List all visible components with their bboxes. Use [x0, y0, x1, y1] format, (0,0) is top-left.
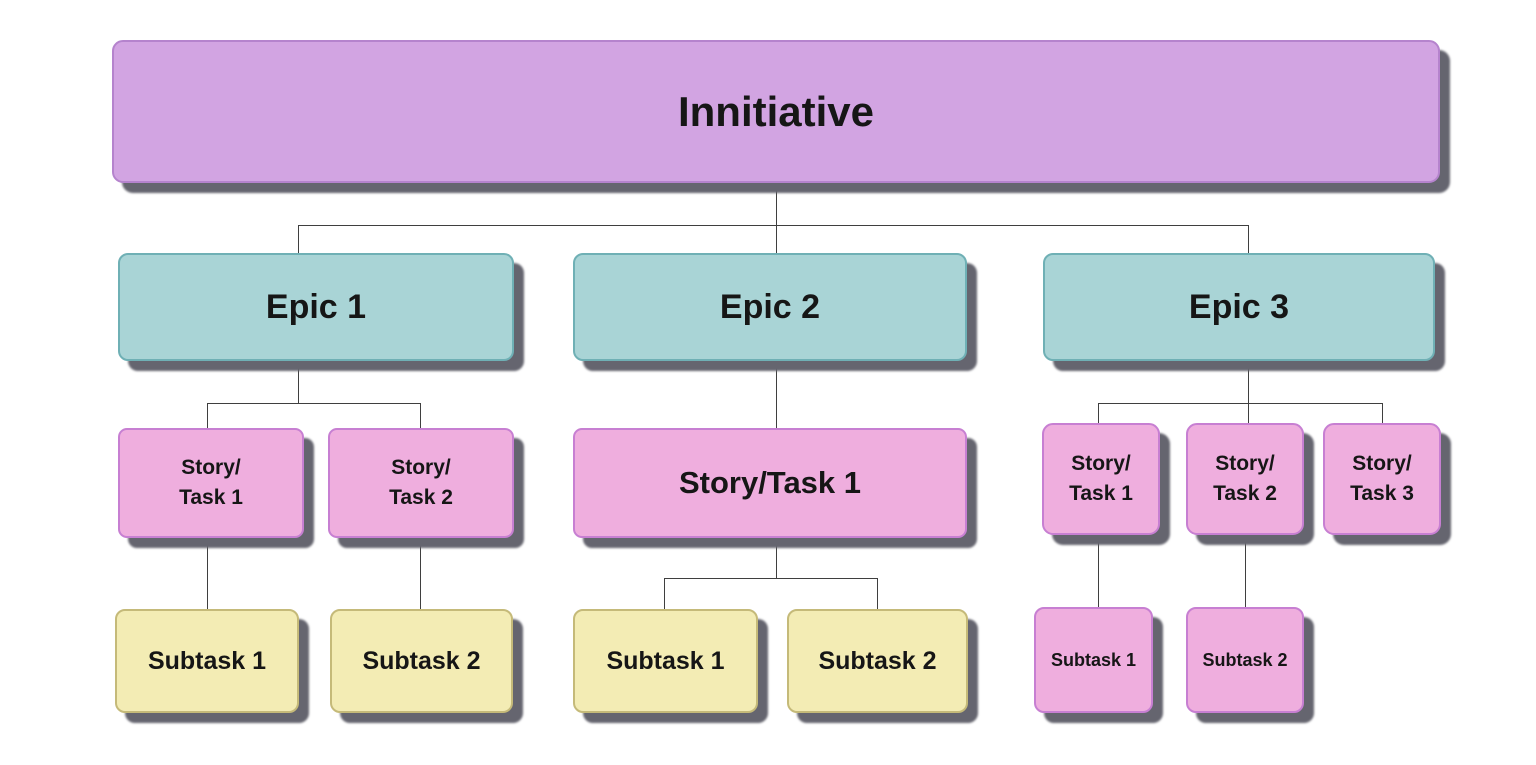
epic2-subtask1-node: Subtask 1 — [573, 609, 758, 713]
epic3-story1-node: Story/ Task 1 — [1042, 423, 1160, 535]
connector-epic2-story1-crossbar — [664, 578, 877, 579]
initiative-label: Innitiative — [677, 87, 875, 135]
epic3-story2-label: Story/ Task 2 — [1213, 449, 1277, 510]
epic3-node: Epic 3 — [1043, 253, 1435, 361]
epic3-story1-label: Story/ Task 1 — [1069, 449, 1133, 510]
epic1-subtask1-label: Subtask 1 — [147, 646, 267, 675]
epic1-subtask1-node: Subtask 1 — [115, 609, 299, 713]
epic1-story1-line2: Task 1 — [179, 486, 243, 509]
epic1-story2-line2: Task 2 — [389, 486, 453, 509]
epic2-subtask2-label: Subtask 2 — [818, 646, 937, 675]
epic1-node: Epic 1 — [118, 253, 514, 361]
connector-drop-epic3-story1 — [1098, 403, 1099, 423]
epic2-node: Epic 2 — [573, 253, 967, 361]
epic1-subtask2-node: Subtask 2 — [330, 609, 513, 713]
connector-epic1-crossbar — [207, 403, 421, 404]
connector-epic3-trunk — [1248, 361, 1249, 423]
epic1-story1-label: Story/ Task 1 — [179, 453, 243, 514]
epic1-story1-line1: Story/ — [181, 455, 241, 479]
epic3-story2-line2: Task 2 — [1213, 482, 1277, 505]
epic3-story3-node: Story/ Task 3 — [1323, 423, 1441, 535]
epic1-story2-label: Story/ Task 2 — [389, 453, 453, 514]
connector-drop-epic2-subtask1 — [664, 578, 665, 609]
epic3-subtask2-node: Subtask 2 — [1186, 607, 1304, 713]
connector-epic2-story1-trunk — [776, 538, 777, 578]
epic3-story1-line2: Task 1 — [1069, 482, 1133, 505]
connector-epic3-crossbar — [1098, 403, 1382, 404]
connector-epic3-story1-subtask1 — [1098, 535, 1099, 607]
epic3-subtask1-node: Subtask 1 — [1034, 607, 1153, 713]
connector-drop-epic1-story1 — [207, 403, 208, 429]
connector-drop-epic3 — [1248, 225, 1249, 253]
connector-drop-epic2-subtask2 — [877, 578, 878, 609]
epic3-story2-node: Story/ Task 2 — [1186, 423, 1304, 535]
epic3-subtask2-label: Subtask 2 — [1202, 649, 1288, 670]
epic1-story2-node: Story/ Task 2 — [328, 428, 514, 538]
initiative-node: Innitiative — [112, 40, 1440, 183]
epic1-label: Epic 1 — [265, 287, 367, 326]
connector-drop-epic1 — [298, 225, 299, 253]
connector-epic1-trunk — [298, 361, 299, 403]
epic3-story2-line1: Story/ — [1215, 451, 1275, 475]
epic2-subtask1-label: Subtask 1 — [606, 646, 725, 675]
epic2-subtask2-node: Subtask 2 — [787, 609, 968, 713]
epic3-story3-label: Story/ Task 3 — [1350, 449, 1414, 510]
epic3-label: Epic 3 — [1188, 287, 1290, 326]
epic1-subtask2-label: Subtask 2 — [362, 646, 481, 675]
epic3-subtask1-label: Subtask 1 — [1050, 649, 1137, 670]
epic2-story1-label: Story/Task 1 — [678, 464, 862, 500]
connector-epic1-story2-subtask2 — [420, 538, 421, 609]
epic2-story1-node: Story/Task 1 — [573, 428, 967, 538]
connector-drop-epic1-story2 — [420, 403, 421, 429]
connector-epic1-story1-subtask1 — [207, 538, 208, 609]
epic2-label: Epic 2 — [719, 287, 821, 326]
epic1-story2-line1: Story/ — [391, 455, 451, 479]
connector-epic3-story2-subtask2 — [1245, 535, 1246, 607]
epic3-story1-line1: Story/ — [1071, 451, 1131, 475]
connector-drop-epic3-story3 — [1382, 403, 1383, 423]
epic1-story1-node: Story/ Task 1 — [118, 428, 304, 538]
connector-initiative-crossbar — [298, 225, 1249, 226]
epic3-story3-line2: Task 3 — [1350, 482, 1414, 505]
epic3-story3-line1: Story/ — [1352, 451, 1412, 475]
connector-epic2-story1 — [776, 361, 777, 428]
connector-initiative-trunk — [776, 184, 777, 253]
